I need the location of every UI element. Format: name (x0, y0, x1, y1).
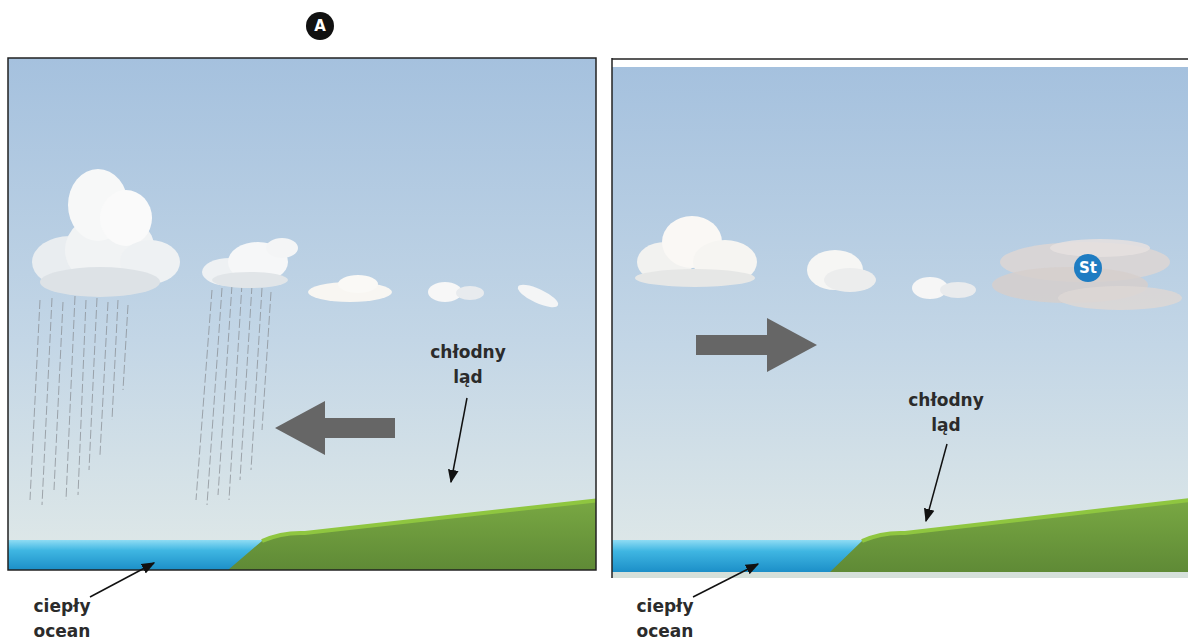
rain-streak (54, 302, 63, 490)
cumulus-cloud (635, 216, 757, 287)
rain-streak (218, 285, 232, 495)
leader-line (693, 564, 758, 597)
stratus-cloud (992, 239, 1182, 310)
cloud-puff (100, 190, 152, 246)
rain-streak (229, 283, 242, 500)
rain-streak (262, 292, 271, 430)
rain-streak (66, 296, 75, 500)
rain-streak (42, 298, 52, 505)
rain-streak (251, 288, 262, 470)
badge-circle (306, 12, 334, 40)
leader-line (451, 398, 467, 482)
cloud-layer (1058, 286, 1182, 310)
cloud-puff (824, 268, 876, 292)
cloud-puff (266, 238, 298, 258)
land (830, 500, 1188, 572)
rain-streak (123, 305, 128, 390)
badge-letter: St (1074, 254, 1102, 282)
panel-frame (612, 58, 1188, 60)
small-cloud (515, 280, 561, 311)
cloud-layer (1050, 239, 1150, 257)
rain-streak (89, 298, 97, 470)
wind-arrow (275, 401, 395, 455)
left-panel (8, 58, 596, 570)
cumulus-cloud (202, 238, 298, 288)
leader-line (926, 444, 947, 521)
cloud-puff (635, 269, 755, 287)
panel-frame (8, 58, 596, 570)
place-label: chłodny ląd (898, 388, 994, 438)
cloud-puff (940, 282, 976, 298)
cloud-puff (515, 280, 561, 311)
rain-streak (100, 302, 108, 455)
badge-letter: A (306, 12, 334, 40)
cloud-puff (338, 275, 378, 293)
rain (30, 283, 271, 505)
cloud-puff (456, 286, 484, 300)
small-cloud (428, 282, 484, 302)
rain-streak (112, 300, 118, 420)
panel-frame (611, 58, 613, 578)
land-edge (862, 500, 1188, 541)
rain-streak (240, 285, 252, 480)
cloud-puff (212, 272, 288, 288)
place-label: ciepły ocean (615, 594, 715, 642)
ocean (612, 540, 874, 572)
panel-marker: A (306, 12, 334, 40)
rain-streak (78, 300, 86, 495)
leader-line (90, 563, 154, 597)
place-label: ciepły ocean (12, 594, 112, 642)
cumulus-cloud (807, 250, 876, 292)
wind-arrow (696, 318, 817, 372)
small-cloud (912, 277, 976, 299)
land-edge (262, 500, 596, 541)
rain-streak (30, 300, 40, 500)
badge-circle (1074, 254, 1102, 282)
place-label: chłodny ląd (420, 340, 516, 390)
small-cloud (308, 275, 392, 302)
cloud-type-marker: St (1074, 254, 1102, 282)
land (228, 500, 596, 570)
cloud-puff (40, 267, 160, 297)
ground-strip (612, 572, 1188, 578)
sky (8, 58, 596, 570)
cumulus-cloud (32, 169, 180, 297)
sky (612, 67, 1188, 572)
right-panel (612, 67, 1188, 578)
